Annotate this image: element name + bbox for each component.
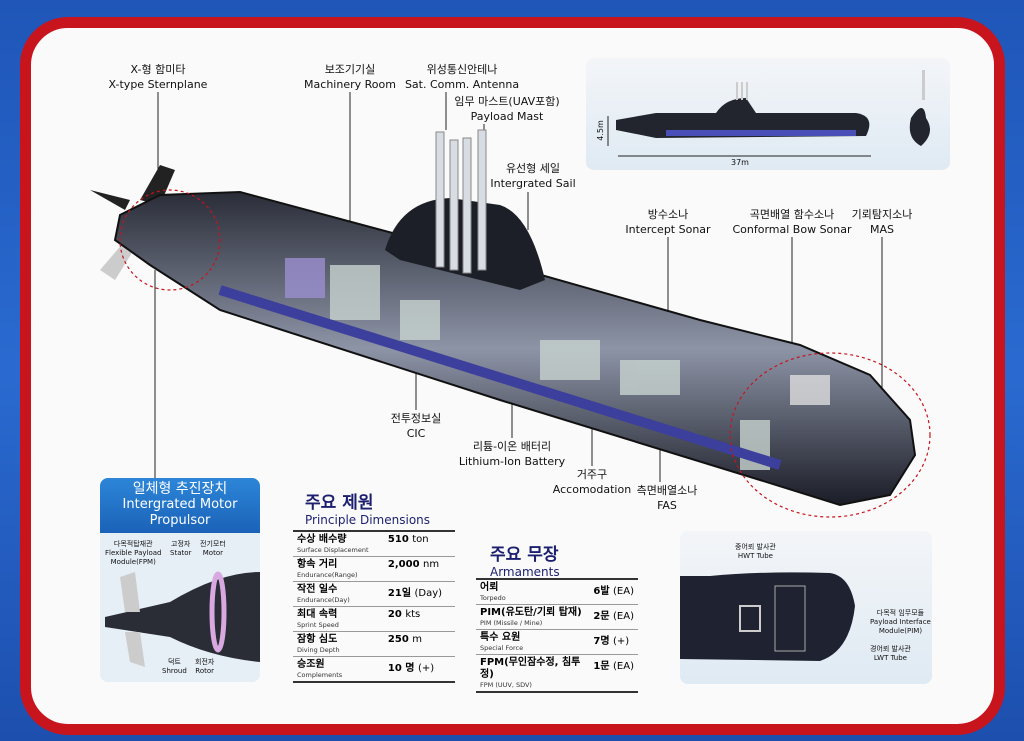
- label-payload-mast: 임무 마스트(UAV포함)Payload Mast: [454, 95, 560, 123]
- bow-drawing: [680, 572, 855, 661]
- spec-label: FPM(무인잠수정, 침투정)FPM (UUV, SDV): [480, 657, 581, 689]
- propulsor-panel: 일체형 추진장치 Intergrated Motor Propulsor 다목적…: [100, 478, 260, 682]
- spec-value: 1문 (EA): [593, 661, 634, 672]
- length-dimension: 37m: [731, 158, 749, 167]
- propulsor-callout: [119, 189, 221, 291]
- spec-row: PIM(유도탄/기뢰 탑재)PIM (Missile / Mine)2문 (EA…: [476, 604, 638, 630]
- spec-value: 21일 (Day): [383, 581, 455, 607]
- overview-drawing: [607, 70, 930, 157]
- spec-value: 2문 (EA): [589, 604, 638, 630]
- propulsor-drawing: [105, 571, 260, 667]
- spec-value: 250 m: [383, 631, 455, 657]
- spec-value: 2,000 nm: [383, 556, 455, 582]
- overview-inset: 37m 4.5m: [586, 58, 950, 170]
- spec-value: 10 명 (+): [387, 663, 435, 674]
- battery-deck: [218, 285, 782, 470]
- spec-value: 7명 (+): [589, 629, 638, 655]
- height-dimension: 4.5m: [595, 120, 605, 141]
- masts: [435, 129, 487, 274]
- spec-label: PIM(유도탄/기뢰 탑재)PIM (Missile / Mine): [476, 604, 590, 630]
- leader-lines: [154, 92, 883, 482]
- interior-equipment: [285, 258, 830, 470]
- spec-row: FPM(무인잠수정, 침투정)FPM (UUV, SDV) 1문 (EA): [476, 655, 638, 693]
- spec-value: 510 ton: [383, 531, 455, 557]
- bow-callout: [729, 352, 931, 518]
- spec-value: 6발 (EA): [589, 579, 638, 605]
- spec-value: 20 kts: [383, 606, 455, 632]
- propulsor-header: 일체형 추진장치 Intergrated Motor Propulsor: [100, 478, 260, 533]
